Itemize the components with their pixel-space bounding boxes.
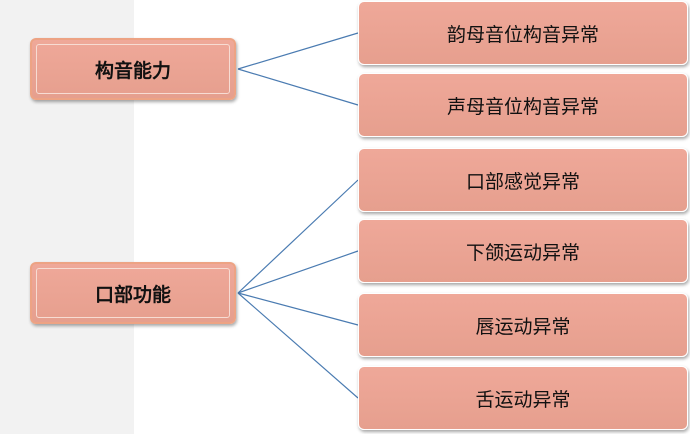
child-node-label: 声母音位构音异常 <box>446 95 599 118</box>
parent-node-articulation: 构音能力 <box>30 38 236 100</box>
connector-line <box>237 179 359 294</box>
child-node-label: 舌运动异常 <box>475 388 571 411</box>
parent-node-label: 口部功能 <box>94 283 171 306</box>
child-node: 口部感觉异常 <box>358 148 688 212</box>
child-node: 韵母音位构音异常 <box>358 1 688 65</box>
child-node-label: 下颌运动异常 <box>465 241 580 264</box>
child-node: 下颌运动异常 <box>358 219 688 283</box>
child-node: 舌运动异常 <box>358 366 688 430</box>
child-node-label: 口部感觉异常 <box>465 170 580 193</box>
child-node: 声母音位构音异常 <box>358 73 688 137</box>
child-node: 唇运动异常 <box>358 293 688 357</box>
child-node-label: 唇运动异常 <box>475 315 571 338</box>
connector-line <box>237 68 359 106</box>
parent-node-label: 构音能力 <box>94 59 171 82</box>
connector-line <box>237 292 359 399</box>
connector-line <box>237 32 359 70</box>
connector-line <box>237 292 359 326</box>
connector-line <box>237 250 359 294</box>
parent-node-oral-function: 口部功能 <box>30 262 236 324</box>
child-node-label: 韵母音位构音异常 <box>446 23 599 46</box>
